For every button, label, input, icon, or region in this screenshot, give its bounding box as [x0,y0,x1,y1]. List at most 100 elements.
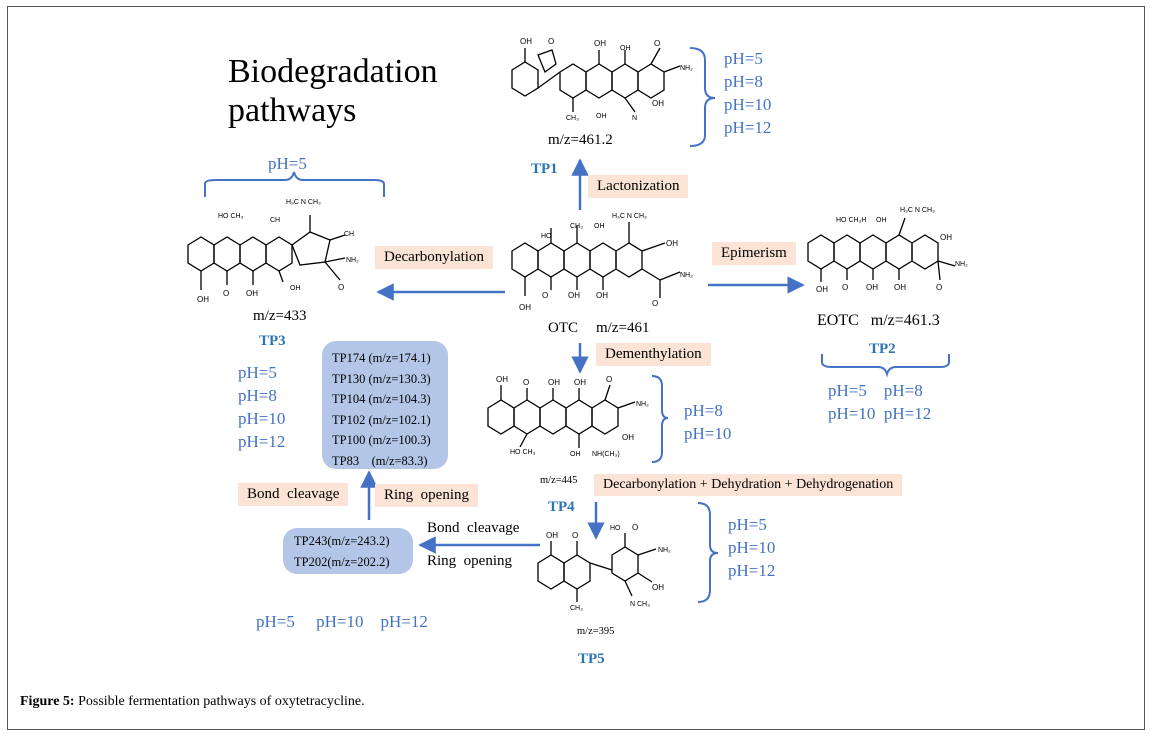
svg-text:CH₃: CH₃ [566,115,579,122]
tp4-ph-list: pH=8 pH=10 [684,399,731,445]
tp4-mz: m/z=445 [540,475,578,486]
figure-caption: Figure 5: Possible fermentation pathways… [20,694,365,710]
svg-text:OH: OH [548,378,560,387]
bracket-tp1 [689,47,716,147]
svg-text:OH: OH [666,239,678,248]
tp3-ph-item: pH=5 [238,363,277,382]
svg-text:O: O [936,283,942,292]
tp2-label: TP2 [869,341,896,357]
tp5-ph-item: pH=10 [728,538,776,557]
svg-text:OH: OH [568,291,580,300]
otc-name: OTC [548,320,578,336]
svg-text:H₃C N CH₃: H₃C N CH₃ [612,213,647,220]
structure-otc: OH O OH OH O NH₂ OH HO CH₃ OH H₃C N CH₃ [511,213,693,312]
tp243-item: TP243(m/z=243.2) [294,534,390,548]
svg-text:CH: CH [270,217,280,224]
svg-text:O: O [654,39,660,48]
caption-text: Possible fermentation pathways of oxytet… [74,694,365,709]
structure-eotc: OH O OH OH NH₂ O OH HO CH₃H OH H₃C N CH₃ [807,207,968,294]
tp5-ph-item: pH=12 [728,561,776,580]
svg-text:OH: OH [546,531,558,540]
svg-text:O: O [632,523,638,532]
svg-text:N: N [632,115,637,122]
svg-text:OH: OH [594,39,606,48]
tp3-ph-item: pH=8 [238,386,277,405]
bracket-tp3-top [204,171,385,197]
small-product-item: TP174 (m/z=174.1) [332,351,431,365]
bracket-tp2 [821,354,950,378]
tp4-ph-item: pH=8 [684,401,723,420]
reaction-arrows [360,158,805,554]
small-products-box: TP174 (m/z=174.1) TP130 (m/z=130.3) TP10… [322,341,448,469]
svg-text:O: O [523,378,529,387]
small-product-item: TP102 (m/z=102.1) [332,412,431,427]
svg-text:OH: OH [246,289,258,298]
reaction-ring-opening: Ring opening [375,484,478,507]
tp3-label: TP3 [259,333,286,349]
svg-text:O: O [842,283,848,292]
svg-text:HO: HO [541,233,552,240]
tp1-label: TP1 [531,161,558,177]
tp1-ph-list: pH=5 pH=8 pH=10 pH=12 [724,47,771,139]
svg-text:OH: OH [519,303,531,312]
small-product-item: TP130 (m/z=130.3) [332,371,431,386]
tp1-ph-item: pH=5 [724,49,763,68]
svg-text:NH₂: NH₂ [658,547,671,554]
svg-text:NH₂: NH₂ [680,65,693,72]
figure-frame [7,6,1145,730]
svg-text:OH: OH [496,375,508,384]
reaction-lactonization: Lactonization [588,175,689,198]
svg-text:HO CH₃: HO CH₃ [510,449,536,456]
tp243-box: TP243(m/z=243.2) TP202(m/z=202.2) [283,528,413,574]
tp1-mz: m/z=461.2 [548,132,613,148]
svg-text:HO CH₃H: HO CH₃H [836,217,866,224]
tp3-ph-list: pH=5 pH=8 pH=10 pH=12 [238,361,285,453]
bracket-tp4 [651,375,669,463]
svg-text:OH: OH [596,291,608,300]
svg-text:O: O [606,375,612,384]
reaction-epimerism: Epimerism [712,242,796,265]
tp5-mz: m/z=395 [577,626,615,637]
svg-text:H₃C N CH₃: H₃C N CH₃ [286,199,321,206]
reaction-decarbonylation: Decarbonylation [375,246,493,269]
svg-text:OH: OH [570,451,581,458]
svg-text:NH₂: NH₂ [346,257,359,264]
tp4-label: TP4 [548,499,575,515]
tp3-ph-top: pH=5 [268,154,307,173]
diagram-title-line1: Biodegradation [228,53,438,90]
label-ring-opening: Ring opening [427,553,512,569]
svg-text:OH: OH [652,99,664,108]
svg-text:OH: OH [574,378,586,387]
svg-text:NH₂: NH₂ [680,272,693,279]
svg-text:O: O [572,531,578,540]
svg-text:NH₂: NH₂ [636,401,649,408]
tp1-ph-item: pH=12 [724,118,772,137]
svg-text:OH: OH [866,283,878,292]
tp1-ph-item: pH=8 [724,72,763,91]
tp243-ph-row: pH=5 pH=10 pH=12 [256,612,428,631]
svg-text:O: O [548,37,554,46]
diagram-title-line2: pathways [228,92,357,129]
svg-text:NH(CH₃): NH(CH₃) [592,451,620,458]
label-bond-cleavage: Bond cleavage [427,520,520,536]
structure-tp5: OH O HO O NH₂ OH CH₃ N CH₃ [537,523,671,612]
tp3-ph-item: pH=12 [238,432,286,451]
otc-mz: m/z=461 [596,320,650,336]
tp2-ph-row2: pH=10 pH=12 [828,404,932,423]
svg-text:OH: OH [816,285,828,294]
small-product-item: TP83 (m/z=83.3) [332,453,428,468]
svg-text:OH: OH [652,583,664,592]
svg-text:OH: OH [596,113,607,120]
svg-text:CH: CH [344,231,354,238]
structure-tp3: OH O OH OH NH₂ O CH HO CH₃ CH H₃C N CH₃ [187,199,359,304]
svg-text:N CH₃: N CH₃ [630,601,650,608]
svg-text:CH₃: CH₃ [570,605,583,612]
svg-text:OH: OH [940,233,952,242]
svg-text:OH: OH [876,217,887,224]
svg-text:HO CH₃: HO CH₃ [218,213,244,220]
ph-brackets [204,47,950,603]
tp5-ph-list: pH=5 pH=10 pH=12 [728,513,775,582]
tp3-ph-item: pH=10 [238,409,286,428]
svg-text:OH: OH [520,37,532,46]
